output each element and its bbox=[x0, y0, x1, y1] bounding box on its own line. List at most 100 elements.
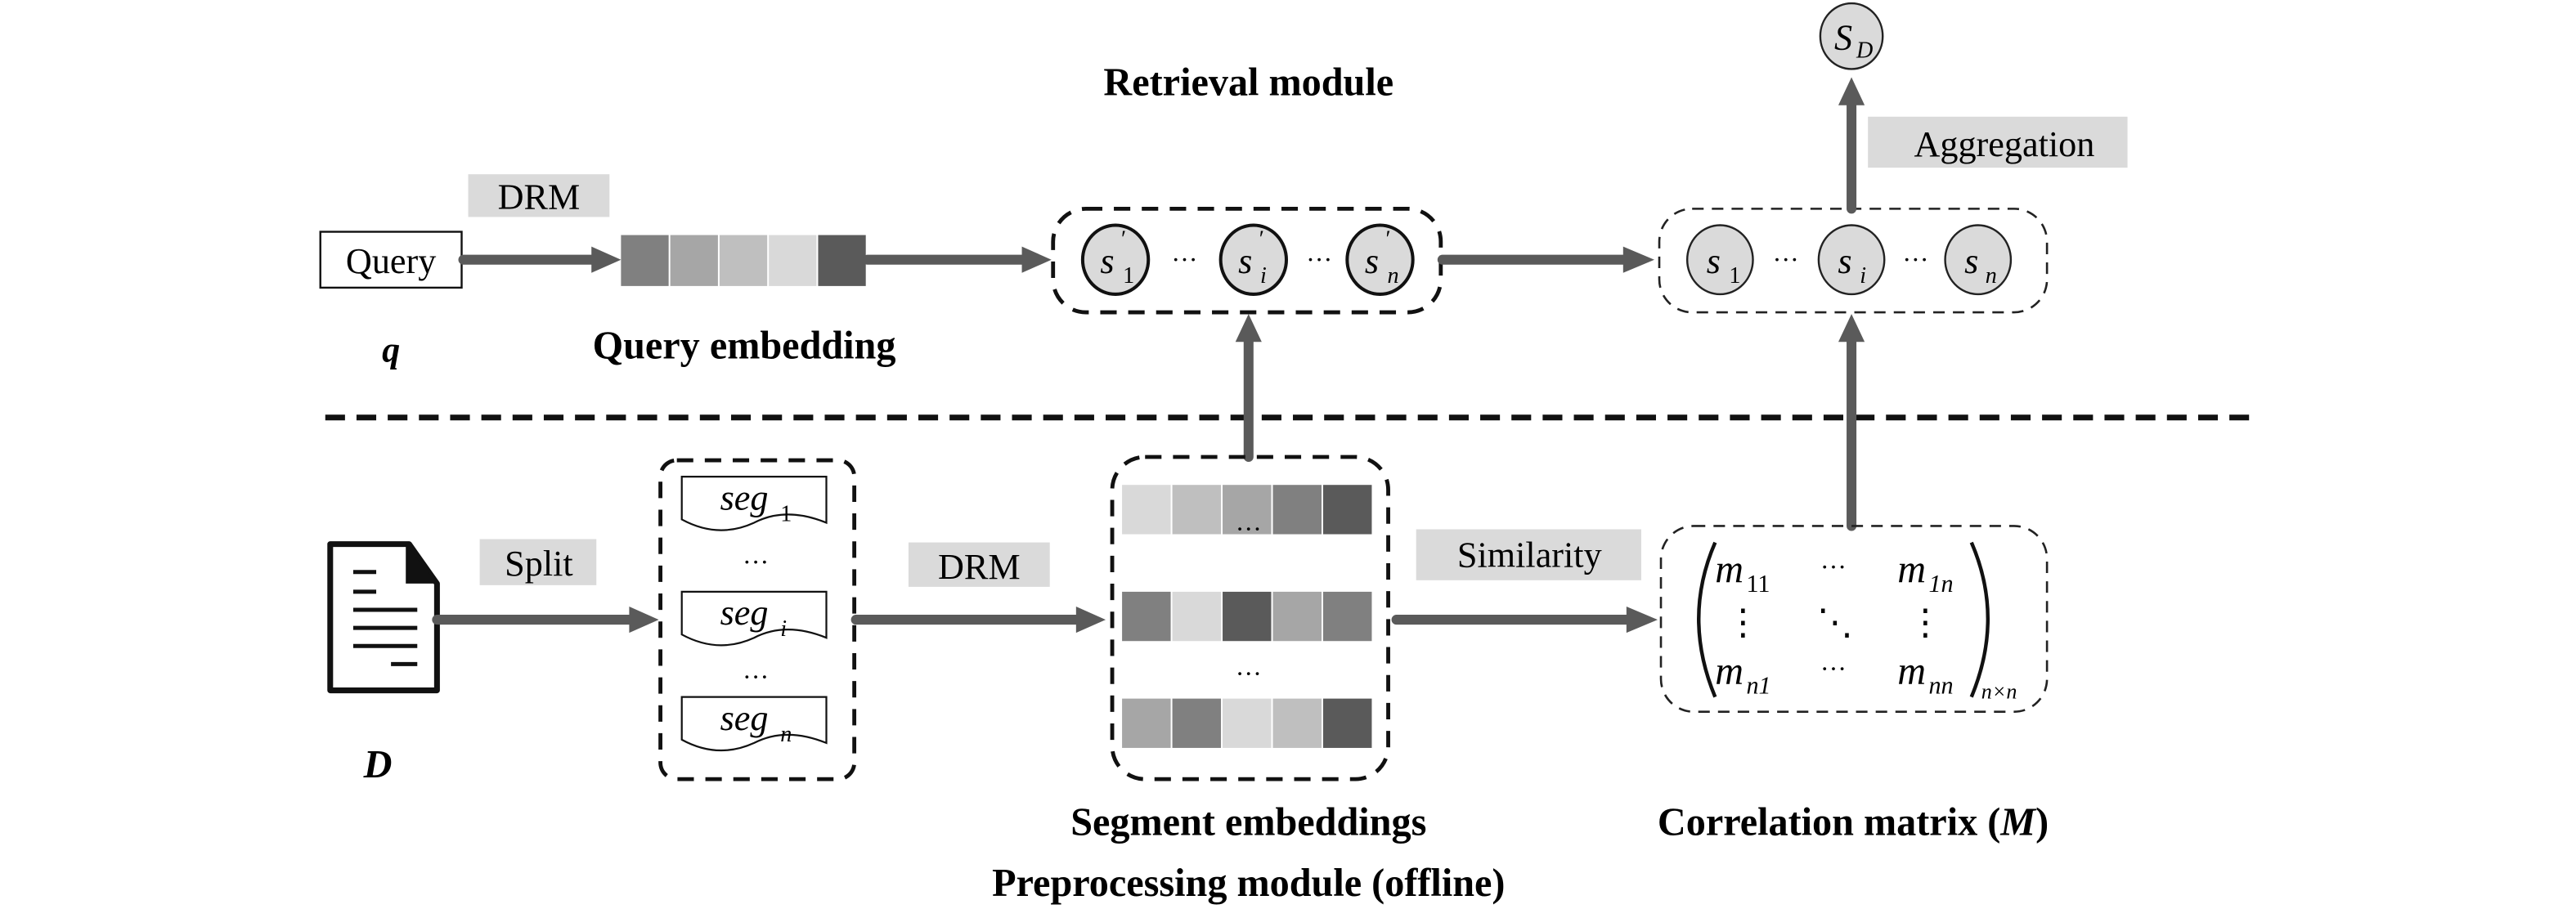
document-score-node: S D bbox=[1819, 2, 1884, 70]
segment-embedding-row bbox=[1122, 485, 1372, 535]
matrix-vdots: ⋮ bbox=[1725, 602, 1761, 643]
query-embedding-cell bbox=[719, 235, 768, 286]
prime-score-sub: 1 bbox=[1123, 263, 1134, 289]
matrix-m11-sub: 11 bbox=[1746, 570, 1770, 598]
arrow-head-segment-embeddings-to-prime-scores bbox=[1235, 314, 1262, 343]
segment-embedding-cell bbox=[1272, 698, 1322, 748]
arrow-head-matrix-to-scores bbox=[1838, 314, 1865, 343]
prime-score-sup: ′ bbox=[1385, 227, 1390, 253]
prime-score-base: s bbox=[1365, 241, 1379, 281]
score-sub: n bbox=[1986, 263, 1997, 289]
score-sn: s n bbox=[1944, 224, 2013, 296]
prime-score-sup: ′ bbox=[1259, 227, 1264, 253]
arrow-head-document-to-segments bbox=[629, 607, 659, 634]
query-embedding-caption: Query embedding bbox=[593, 324, 896, 367]
split-label: Split bbox=[505, 544, 573, 584]
ellipsis: ··· bbox=[1236, 514, 1262, 544]
segment-embedding-cell bbox=[1223, 485, 1272, 535]
segment-embedding-cell bbox=[1223, 591, 1272, 642]
matrix-size-sub: n×n bbox=[1981, 680, 2017, 704]
matrix-mn1-base: m bbox=[1715, 649, 1744, 692]
matrix-right-paren bbox=[1969, 541, 1990, 698]
correlation-matrix-container bbox=[1659, 525, 2049, 714]
document-score-sub: D bbox=[1856, 38, 1873, 63]
score-node bbox=[1817, 224, 1886, 296]
query-embedding-cell bbox=[621, 235, 669, 286]
prime-score-s1: s 1 ′ bbox=[1080, 223, 1151, 296]
prime-score-node bbox=[1218, 223, 1289, 296]
matrix-mnn-sub: nn bbox=[1928, 672, 1953, 700]
prime-score-si: s i ′ bbox=[1218, 223, 1289, 296]
prime-score-sub: n bbox=[1388, 263, 1399, 289]
segment-embedding-cell bbox=[1223, 698, 1272, 748]
query-embedding-vector bbox=[621, 235, 866, 286]
document-symbol: D bbox=[363, 743, 393, 786]
correlation-caption-prefix: Correlation matrix ( bbox=[1658, 800, 2000, 844]
prime-score-sn: s n ′ bbox=[1345, 223, 1415, 296]
segment-embedding-cell bbox=[1172, 485, 1222, 535]
document-score-base: S bbox=[1834, 17, 1852, 57]
segment-embedding-cell bbox=[1122, 485, 1171, 535]
aggregation-label: Aggregation bbox=[1914, 124, 2094, 164]
score-node bbox=[1685, 224, 1754, 296]
segment-embedding-cell bbox=[1272, 591, 1322, 642]
arrow-head-segments-to-embeddings bbox=[1075, 607, 1106, 634]
correlation-caption-symbol: M bbox=[1999, 800, 2037, 844]
ellipsis: ··· bbox=[1306, 244, 1332, 274]
prime-score-base: s bbox=[1100, 241, 1114, 281]
query-node: Query bbox=[319, 231, 463, 289]
score-s1: s 1 bbox=[1685, 224, 1754, 296]
matrix-left-paren bbox=[1697, 541, 1717, 698]
ellipsis: ··· bbox=[743, 662, 769, 692]
segment-shape bbox=[680, 590, 828, 647]
segment-embeddings-caption: Segment embeddings bbox=[1070, 800, 1426, 844]
document-icon bbox=[327, 541, 440, 694]
query-box bbox=[319, 231, 463, 289]
correlation-matrix: m 11 ··· m 1n ⋮ ⋱ ⋮ m n1 ··· m nn n×n bbox=[1697, 541, 2017, 704]
arrow-head-query-to-embedding bbox=[591, 246, 622, 273]
segment-embedding-cell bbox=[1122, 591, 1171, 642]
segment-embeddings-grid bbox=[1122, 485, 1372, 748]
prime-score-node bbox=[1345, 223, 1415, 296]
preprocessing-module-title: Preprocessing module (offline) bbox=[992, 862, 1505, 905]
score-base: s bbox=[1838, 241, 1851, 281]
matrix-hdots: ··· bbox=[1820, 653, 1847, 683]
drm-label-top: DRM bbox=[498, 177, 581, 217]
aggregation-label-box bbox=[1868, 116, 2128, 168]
prime-score-node bbox=[1080, 223, 1151, 296]
matrix-m1n-sub: 1n bbox=[1928, 570, 1953, 598]
correlation-matrix-caption: Correlation matrix (M) bbox=[1658, 800, 2049, 844]
ellipsis: ··· bbox=[743, 547, 769, 576]
drm-label-box-top bbox=[468, 174, 610, 217]
prime-score-sup: ′ bbox=[1121, 227, 1126, 253]
segment-embedding-cell bbox=[1172, 698, 1222, 748]
segment-label-base: seg bbox=[720, 593, 769, 633]
ellipsis: ··· bbox=[1171, 244, 1197, 274]
matrix-m1n-base: m bbox=[1897, 548, 1926, 591]
query-embedding-cell bbox=[818, 235, 866, 286]
arrow-head-embeddings-to-matrix bbox=[1626, 607, 1658, 634]
retrieval-module-title: Retrieval module bbox=[1103, 61, 1393, 105]
arrow-head-aggregation bbox=[1838, 77, 1865, 105]
similarity-label-box bbox=[1416, 529, 1641, 580]
segment-embedding-cell bbox=[1272, 485, 1322, 535]
segment-embedding-cell bbox=[1172, 591, 1222, 642]
arrow-head-prime-scores-to-scores bbox=[1622, 246, 1654, 273]
drm-label-box-bottom bbox=[908, 542, 1050, 587]
matrix-vdots: ⋮ bbox=[1907, 602, 1943, 643]
segment-label-base: seg bbox=[720, 477, 769, 517]
split-label-box bbox=[479, 539, 597, 585]
drm-label-bottom: DRM bbox=[938, 547, 1021, 587]
matrix-hdots: ··· bbox=[1820, 552, 1847, 581]
query-symbol: q bbox=[382, 329, 400, 369]
segment-label-sub: i bbox=[780, 616, 787, 642]
score-sub: 1 bbox=[1729, 263, 1740, 289]
prime-score-base: s bbox=[1238, 241, 1252, 281]
score-si: s i bbox=[1817, 224, 1886, 296]
segment-embedding-cell bbox=[1322, 698, 1372, 748]
segment-embedding-cell bbox=[1322, 485, 1372, 535]
matrix-mnn-base: m bbox=[1897, 649, 1926, 692]
